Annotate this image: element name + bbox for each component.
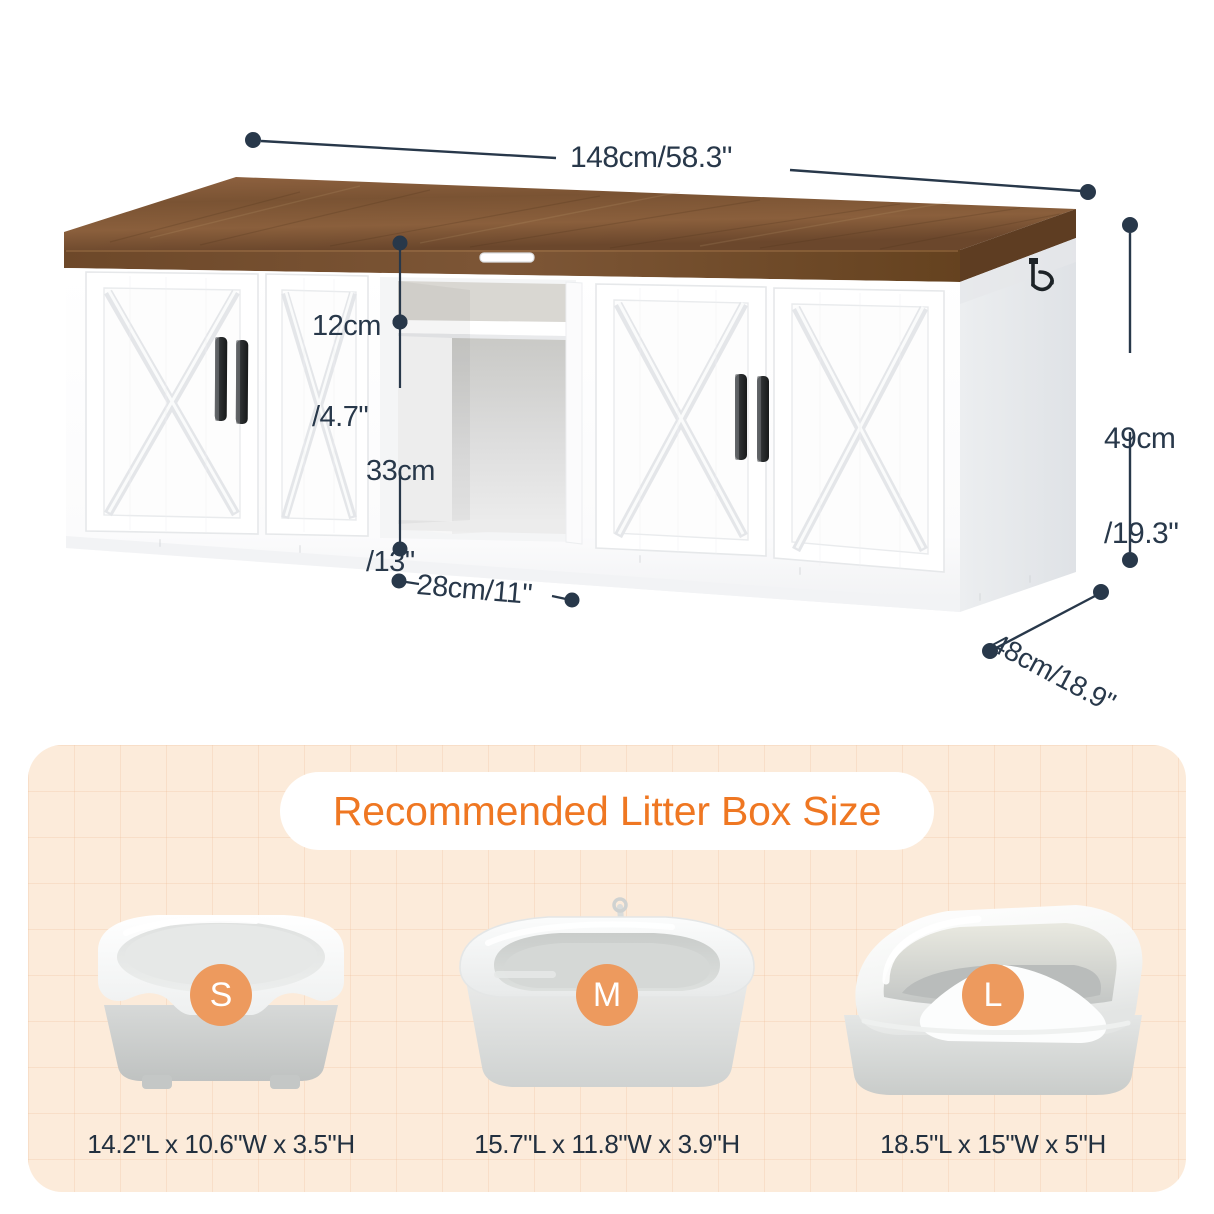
dim-label-opening-top-line2: /4.7" [312,401,369,434]
litter-box-medium-illustration: M [442,885,772,1115]
barn-door-left-1 [85,271,259,535]
dim-width [245,132,1096,200]
dim-opening-bottom [392,314,408,557]
dim-label-width: 148cm/58.3" [570,141,732,174]
right-door-group [595,283,945,573]
barn-door-right-2 [773,287,945,573]
dim-opening-width [391,573,580,608]
barn-door-right-1 [595,283,767,557]
dim-label-height: 49cm /19.3" [1104,360,1179,612]
litter-box-small-illustration: S [56,885,386,1115]
litter-box-item-medium: M 15.7"L x 11.8"W x 3.9"H [414,885,800,1185]
dim-label-height-line2: /19.3" [1104,516,1179,550]
dim-label-opening-top: 12cm /4.7" [312,250,381,494]
dim-depth [982,584,1109,659]
door-handle-left-pair [214,336,249,425]
litter-box-size-badge-medium: M [576,964,638,1027]
dimension-lines [245,132,1138,659]
cabinet-illustration [64,132,1138,659]
litter-box-caption-small: 14.2"L x 10.6"W x 3.5"H [87,1129,355,1159]
dim-label-opening-bottom: 33cm /13" [366,395,435,639]
center-open-compartment [380,252,583,545]
dim-height [1122,217,1138,568]
side-hook-icon [1031,260,1054,292]
door-handle-right-pair [735,374,769,462]
product-dimension-diagram: 148cm/58.3" 49cm /19.3" 48cm/18.9" 12cm … [64,132,1179,718]
panel-title-pill: Recommended Litter Box Size [280,772,934,850]
litter-box-size-badge-large: L [962,964,1024,1027]
dim-label-opening-top-line1: 12cm [312,309,381,342]
litter-box-caption-large: 18.5"L x 15"W x 5"H [880,1129,1106,1159]
dim-label-opening-bottom-line1: 33cm [366,454,435,487]
litter-box-item-large: L 18.5"L x 15"W x 5"H [800,885,1186,1185]
litter-box-size-badge-small: S [190,964,252,1027]
hook-plate [1029,258,1038,264]
litter-box-item-small: S 14.2"L x 10.6"W x 3.5"H [28,885,414,1185]
litter-box-large-illustration: L [828,885,1158,1115]
dim-label-height-line1: 49cm [1104,422,1176,455]
barn-door-left-2 [265,273,369,537]
litter-box-caption-medium: 15.7"L x 11.8"W x 3.9"H [474,1129,740,1159]
wood-top-panel [64,177,1076,282]
recommended-litter-box-panel: Recommended Litter Box Size [28,745,1186,1192]
panel-title: Recommended Litter Box Size [332,787,882,834]
left-door-group [85,271,369,537]
dim-label-opening-bottom-line2: /13" [366,546,415,579]
